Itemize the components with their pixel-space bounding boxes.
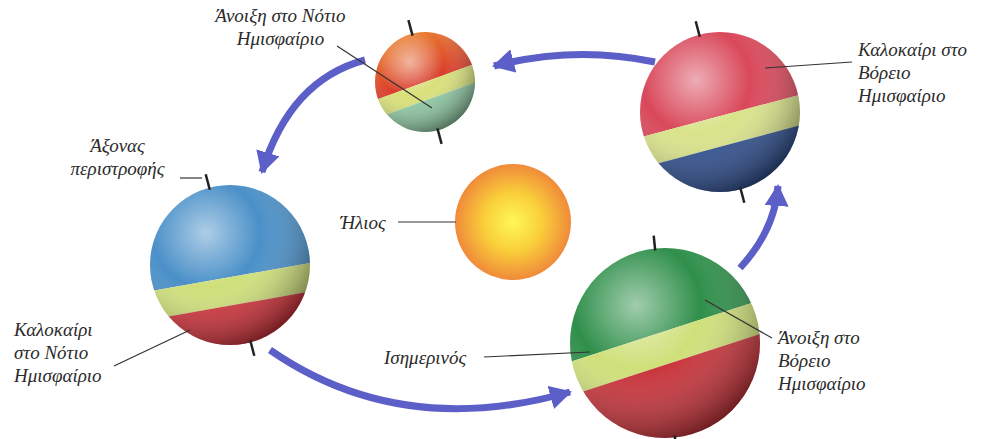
axis-stub [675, 436, 677, 439]
leader-line [337, 46, 432, 108]
leader-line [114, 330, 190, 366]
equator-label: Ισημερινός [384, 347, 466, 368]
season-label: Καλοκαίρι στο Βόρειο Ημισφαίριο [858, 39, 967, 106]
globe-shading [150, 185, 310, 345]
axis-stub [740, 187, 744, 203]
sun-label: Ήλιος [340, 212, 386, 233]
globe-shading [375, 32, 475, 132]
axis-stub [437, 128, 441, 143]
axis-stub [408, 20, 412, 35]
earth-globe [585, 0, 855, 250]
axis-label-box: Άξονας περιστροφής [55, 134, 180, 180]
orbit-arrow [262, 60, 365, 172]
sun-disc [455, 164, 571, 280]
orbit-arrow [494, 54, 655, 66]
axis-stub [206, 174, 210, 190]
season-label: Καλοκαίρι στο Νότιο Ημισφαίριο [14, 319, 102, 386]
globe-shading [640, 32, 800, 192]
leader-line [484, 352, 590, 357]
axis-stub [250, 340, 254, 356]
season-label-box: Άνοιξη στο Βόρειο Ημισφαίριο [778, 326, 878, 395]
axis-stub [696, 21, 700, 37]
leader-line [398, 221, 456, 222]
earth-globe [507, 185, 821, 439]
earth-globe [322, 0, 526, 182]
season-label: Άνοιξη στο Βόρειο Ημισφαίριο [778, 327, 866, 394]
globe-shading [570, 248, 760, 438]
equator-label-box: Ισημερινός [384, 346, 482, 369]
season-label-box: Άνοιξη στο Νότιο Ημισφαίριο [198, 4, 363, 50]
season-label-box: Καλοκαίρι στο Βόρειο Ημισφαίριο [858, 38, 970, 107]
sun-label-box: Ήλιος [340, 211, 396, 234]
season-label: Άνοιξη στο Νότιο Ημισφαίριο [215, 5, 345, 49]
leader-line [705, 300, 772, 338]
axis-label: Άξονας περιστροφής [71, 135, 165, 179]
orbit-arrow [740, 186, 778, 268]
leader-line [765, 62, 852, 68]
season-label-box: Καλοκαίρι στο Νότιο Ημισφαίριο [14, 318, 119, 387]
leader-line [180, 177, 202, 178]
axis-stub [654, 236, 656, 251]
